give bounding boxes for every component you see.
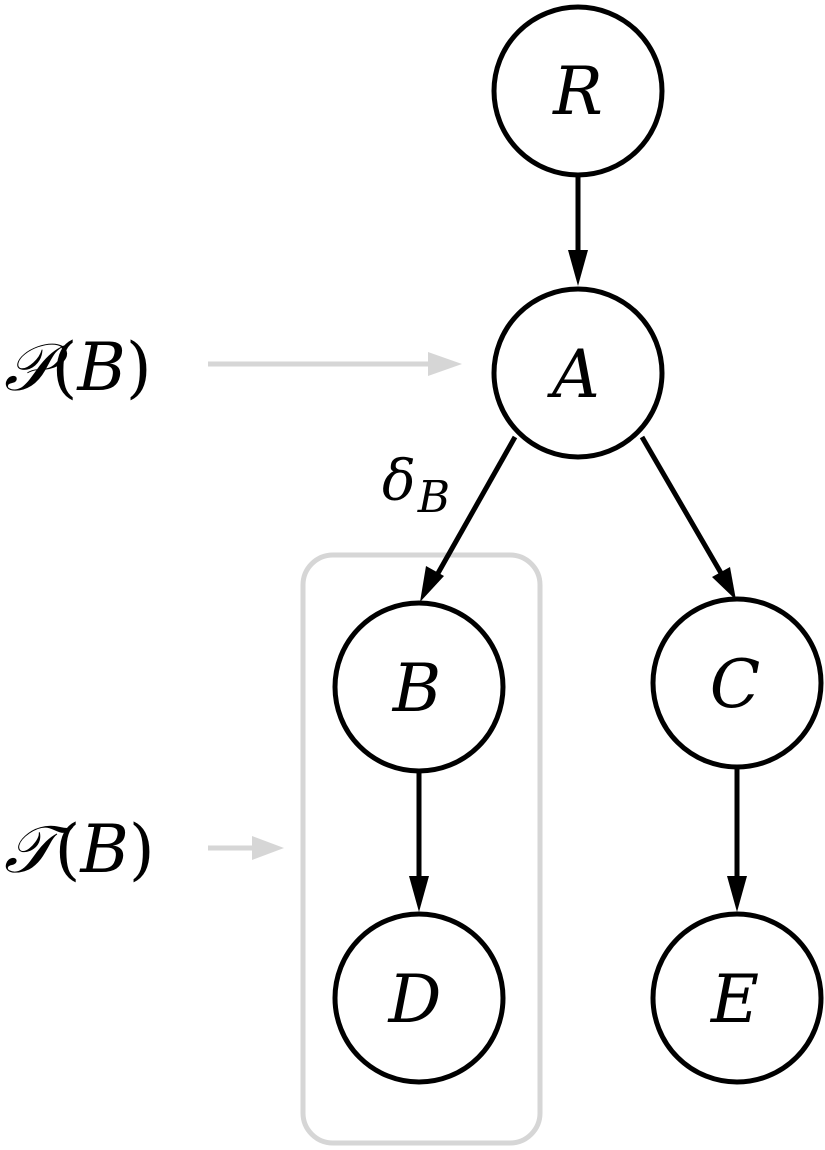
subtree-arrowhead — [252, 836, 284, 860]
parent-close-paren: ) — [126, 329, 152, 406]
subtree-open-paren: ( — [55, 811, 81, 888]
subtree-close-paren: ) — [129, 811, 155, 888]
subtree-annotation: 𝒯(B) — [4, 811, 284, 888]
node-a-label: A — [546, 336, 600, 413]
node-c-circle — [650, 596, 824, 770]
node-r: R — [491, 4, 665, 178]
node-d-label: D — [388, 961, 442, 1038]
node-b-label: B — [392, 650, 442, 727]
edge-b-d-arrowhead — [409, 876, 429, 912]
node-r-circle — [491, 4, 665, 178]
subtree-arg: B — [79, 811, 129, 888]
edge-r-a-arrowhead — [568, 250, 588, 286]
node-b-circle — [332, 600, 506, 774]
parent-arg: B — [76, 329, 126, 406]
parent-arrowhead — [428, 352, 462, 376]
node-e-circle — [650, 911, 824, 1085]
edge-a-c-arrowhead — [712, 567, 736, 600]
node-a-circle — [491, 286, 665, 460]
node-d: D — [332, 911, 506, 1085]
node-e: E — [650, 911, 824, 1085]
edge-a-c — [639, 435, 724, 575]
edge-label-delta-b: δB — [382, 449, 450, 523]
subtree-box — [300, 552, 543, 1146]
subtree-label: 𝒯(B) — [4, 811, 155, 888]
edge-c-e-arrowhead — [727, 876, 747, 912]
edges — [409, 176, 747, 912]
edge-a-b — [434, 435, 518, 577]
node-c: C — [650, 596, 824, 770]
edge-label-subscript: B — [417, 472, 450, 523]
node-a: A — [491, 286, 665, 460]
node-b: B — [332, 600, 506, 774]
parent-label: 𝒫(B) — [4, 329, 152, 406]
parent-annotation: 𝒫(B) — [4, 329, 462, 406]
node-d-circle — [332, 911, 506, 1085]
edge-a-b-arrowhead — [420, 566, 444, 602]
node-e-label: E — [710, 961, 759, 1038]
edge-label-symbol: δ — [382, 449, 416, 514]
node-c-label: C — [710, 646, 761, 723]
parent-open-paren: ( — [52, 329, 78, 406]
node-r-label: R — [552, 53, 603, 130]
